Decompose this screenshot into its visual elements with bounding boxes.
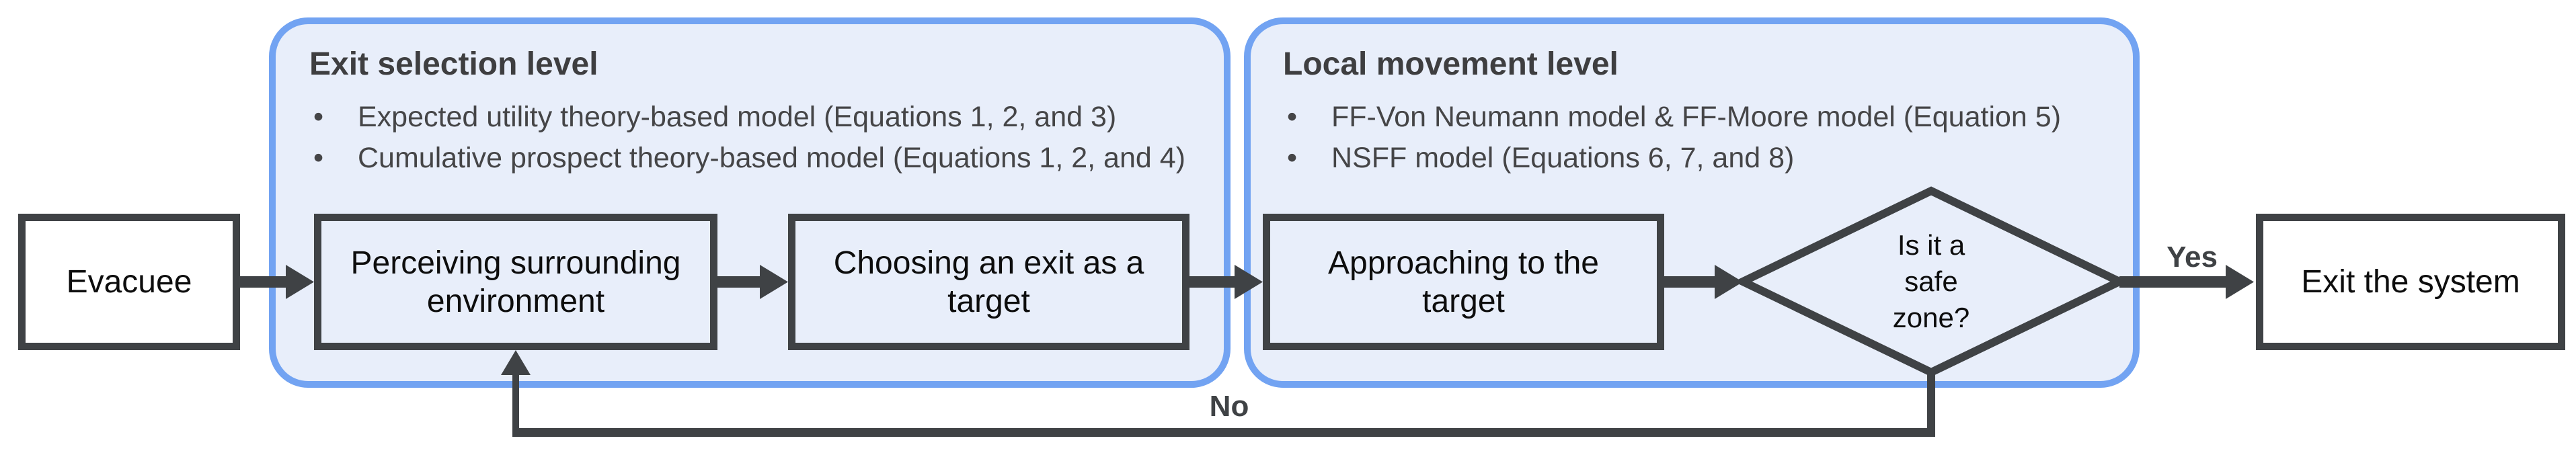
bullet-item: FF-Von Neumann model & FF-Moore model (E… xyxy=(1283,97,2113,138)
local-movement-level-title: Local movement level xyxy=(1283,46,1618,82)
decision-diamond-label: Is it a safe zone? xyxy=(1797,227,2066,336)
local-movement-level-bullets: FF-Von Neumann model & FF-Moore model (E… xyxy=(1283,97,2113,179)
decision-label-line: zone? xyxy=(1892,302,1970,333)
node-label-line: target xyxy=(1422,283,1505,319)
node-label: Evacuee xyxy=(66,264,192,300)
bullet-item: NSFF model (Equations 6, 7, and 8) xyxy=(1283,138,2113,179)
decision-label-line: safe xyxy=(1904,265,1958,297)
node-label-line: target xyxy=(947,283,1030,319)
node-label-line: Approaching to the xyxy=(1328,245,1599,281)
node-choosing-an-exit: Choosing an exit as a target xyxy=(788,214,1189,350)
exit-selection-level-title: Exit selection level xyxy=(309,46,598,82)
exit-selection-level-bullets: Expected utility theory-based model (Equ… xyxy=(309,97,1204,179)
no-loop-bottom-bar xyxy=(512,428,1935,437)
decision-label-line: Is it a xyxy=(1897,229,1965,261)
node-approaching-target: Approaching to the target xyxy=(1263,214,1664,350)
node-label: Exit the system xyxy=(2301,264,2520,300)
edge-label-no: No xyxy=(1209,390,1249,423)
node-evacuee: Evacuee xyxy=(18,214,240,350)
bullet-item: Cumulative prospect theory-based model (… xyxy=(309,138,1204,179)
node-label-line: Perceiving surrounding xyxy=(350,245,681,281)
node-perceiving-surrounding-environment: Perceiving surrounding environment xyxy=(314,214,717,350)
node-exit-the-system: Exit the system xyxy=(2256,214,2565,350)
bullet-item: Expected utility theory-based model (Equ… xyxy=(309,97,1204,138)
edge-label-yes: Yes xyxy=(2167,241,2218,274)
node-label-line: Choosing an exit as a xyxy=(833,245,1144,281)
node-label-line: environment xyxy=(426,283,605,319)
